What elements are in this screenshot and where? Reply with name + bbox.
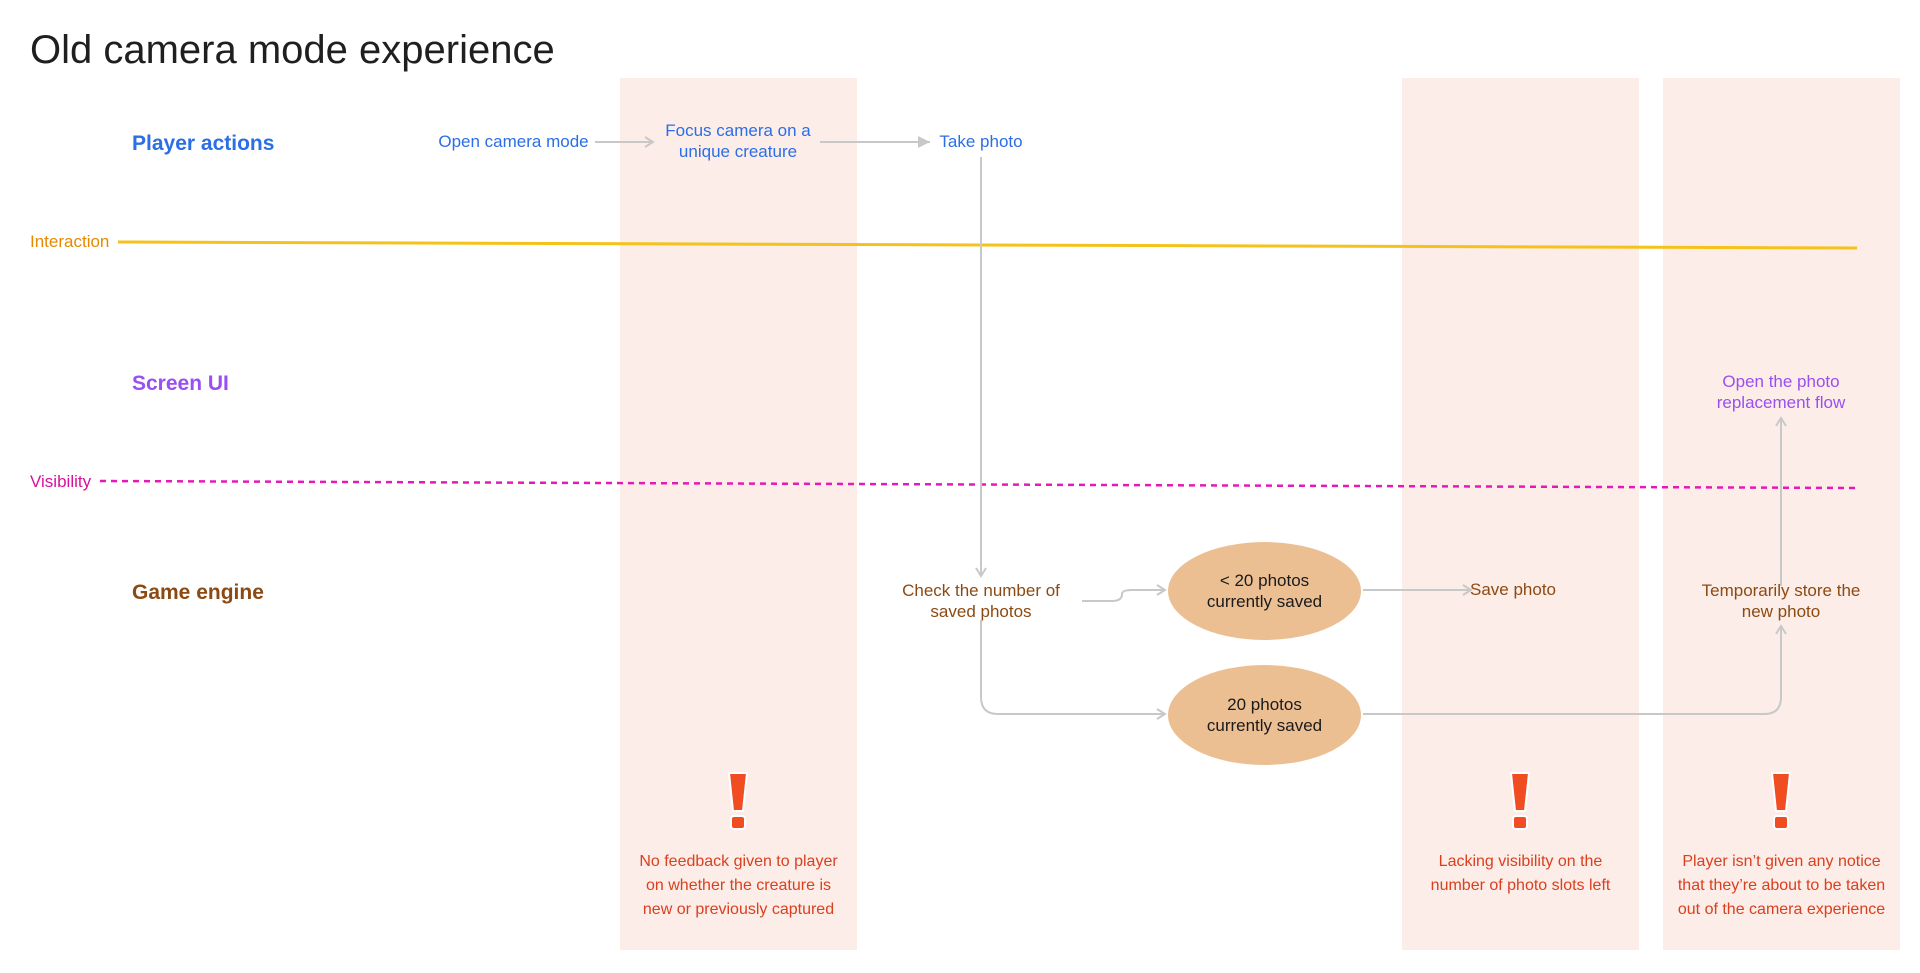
node-temporarily-store: Temporarily store the new photo bbox=[1701, 581, 1861, 621]
node-save-photo: Save photo bbox=[1470, 580, 1557, 599]
node-focus-camera: Focus camera on a unique creature bbox=[665, 121, 811, 161]
exclamation-icon bbox=[728, 772, 748, 830]
lane-label-player-actions: Player actions bbox=[132, 132, 275, 155]
exclamation-icon bbox=[1510, 772, 1530, 830]
lane-label-game-engine: Game engine bbox=[132, 581, 264, 604]
lane-label-screen-ui: Screen UI bbox=[132, 372, 229, 395]
visibility-label: Visibility bbox=[30, 472, 92, 491]
issue-text-feedback: No feedback given to player on whether t… bbox=[639, 853, 838, 918]
node-check-number: Check the number of saved photos bbox=[902, 581, 1060, 621]
issue-text-slots: Lacking visibility on the number of phot… bbox=[1430, 853, 1611, 894]
issue-text-notice: Player isn’t given any notice that they’… bbox=[1677, 853, 1886, 918]
oval-less-than-20-label: < 20 photos currently saved bbox=[1206, 571, 1323, 611]
node-open-camera-mode: Open camera mode bbox=[438, 132, 589, 151]
oval-less-than-20: < 20 photos currently saved bbox=[1168, 542, 1361, 640]
connector-check-to-eq20 bbox=[980, 620, 1167, 720]
interaction-label: Interaction bbox=[30, 232, 110, 251]
node-take-photo: Take photo bbox=[939, 132, 1023, 151]
oval-equal-20-label: 20 photos currently saved bbox=[1206, 695, 1323, 735]
connector-check-to-lt20 bbox=[1082, 584, 1167, 602]
node-open-replacement-flow: Open the photo replacement flow bbox=[1716, 372, 1846, 412]
page-title: Old camera mode experience bbox=[30, 28, 555, 72]
exclamation-icon bbox=[1771, 772, 1791, 830]
oval-equal-20: 20 photos currently saved bbox=[1168, 665, 1361, 765]
